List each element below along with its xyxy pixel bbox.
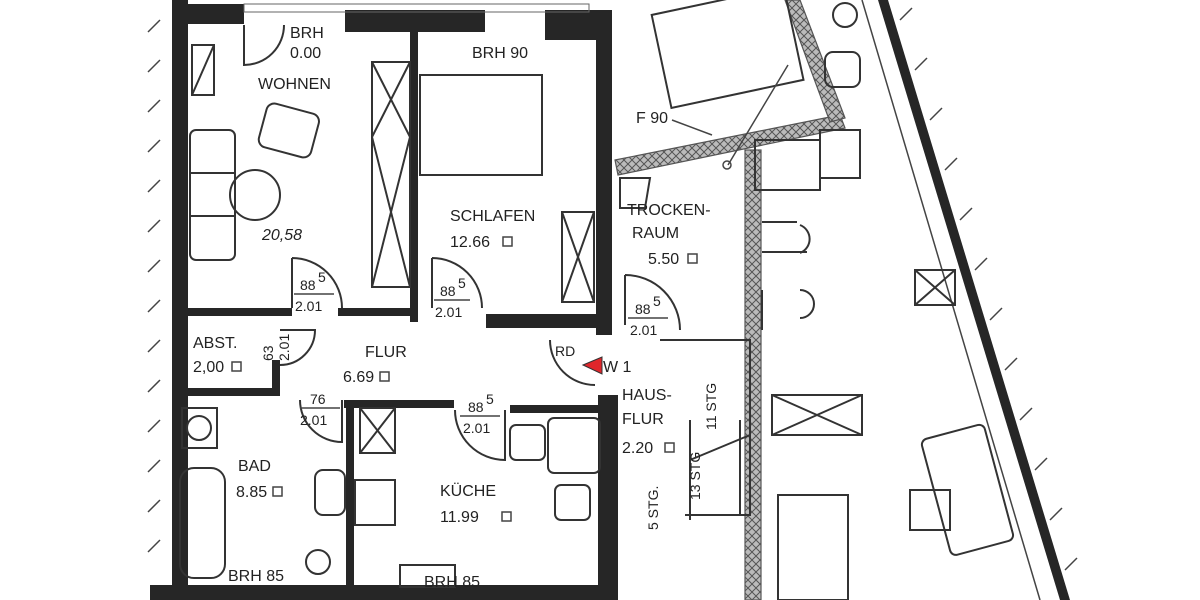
door-dim-6: 88 5 2.01 bbox=[628, 293, 668, 338]
schlafen-brh: BRH 90 bbox=[472, 45, 528, 62]
stairs-11-label: 11 STG bbox=[703, 383, 719, 430]
hausflur-area: 2.20 bbox=[622, 440, 653, 457]
door-dim-2: 88 5 2.01 bbox=[434, 275, 470, 320]
door-height: 2.01 bbox=[295, 298, 322, 314]
bad-brh: BRH 85 bbox=[228, 568, 284, 585]
flur-name: FLUR bbox=[365, 344, 407, 361]
trockenraum-name-2: RAUM bbox=[632, 225, 679, 242]
door-dim-4: 76 2.01 bbox=[300, 391, 340, 428]
wohnen-name: WOHNEN bbox=[258, 76, 331, 93]
window-strip bbox=[243, 3, 590, 13]
stairs-13-label: 13 STG bbox=[687, 452, 703, 500]
annotations: F 90 RD W 1 11 STG 13 STG 5 STG. bbox=[555, 64, 789, 530]
room-hausflur: HAUS- FLUR 2.20 bbox=[622, 387, 675, 457]
kueche-brh: BRH 85 bbox=[424, 574, 480, 591]
furniture bbox=[179, 0, 1015, 600]
door-width-sup: 5 bbox=[486, 391, 494, 407]
door-height: 2.01 bbox=[435, 304, 462, 320]
door-swings bbox=[243, 24, 681, 462]
kueche-name: KÜCHE bbox=[440, 482, 496, 500]
room-flur: FLUR 6.69 bbox=[343, 344, 407, 386]
door-width: 88 bbox=[440, 283, 456, 299]
door-width: 76 bbox=[310, 391, 326, 407]
room-schlafen: BRH 90 SCHLAFEN 12.66 bbox=[450, 45, 535, 251]
door-width: 88 bbox=[635, 301, 651, 317]
exterior-hatching-left bbox=[147, 19, 161, 553]
door-dim-1: 88 5 2.01 bbox=[294, 269, 334, 314]
door-height: 2.01 bbox=[276, 334, 292, 361]
door-width-sup: 5 bbox=[458, 275, 466, 291]
exterior-hatching-right bbox=[861, 0, 1078, 600]
room-kueche: KÜCHE 11.99 BRH 85 bbox=[424, 482, 512, 591]
walls bbox=[150, 0, 1070, 600]
wohnen-area: 20,58 bbox=[261, 227, 302, 244]
room-wohnen: BRH 0.00 WOHNEN 20,58 bbox=[258, 25, 331, 244]
door-width-sup: 5 bbox=[318, 269, 326, 285]
abst-name: ABST. bbox=[193, 335, 237, 352]
door-dim-3: 63 2.01 bbox=[260, 334, 292, 361]
bad-name: BAD bbox=[238, 458, 271, 475]
flur-area: 6.69 bbox=[343, 369, 374, 386]
room-bad: BAD 8.85 BRH 85 bbox=[228, 458, 284, 585]
hausflur-name-1: HAUS- bbox=[622, 387, 672, 404]
wohnen-brh-label: BRH bbox=[290, 25, 324, 42]
door-height: 2.01 bbox=[300, 412, 327, 428]
room-abst: ABST. 2,00 bbox=[193, 335, 242, 376]
door-width: 88 bbox=[468, 399, 484, 415]
fire-rating-label: F 90 bbox=[636, 110, 668, 127]
schlafen-name: SCHLAFEN bbox=[450, 208, 535, 225]
schlafen-area: 12.66 bbox=[450, 234, 490, 251]
door-width: 63 bbox=[260, 345, 276, 361]
door-dim-5: 88 5 2.01 bbox=[460, 391, 500, 436]
rd-label: RD bbox=[555, 343, 575, 359]
wohnen-brh-value: 0.00 bbox=[290, 45, 321, 62]
trockenraum-area: 5.50 bbox=[648, 251, 679, 268]
entrance-marker-icon bbox=[581, 356, 603, 375]
trockenraum-name-1: TROCKEN- bbox=[627, 202, 711, 219]
kueche-area: 11.99 bbox=[440, 509, 479, 526]
door-height: 2.01 bbox=[630, 322, 657, 338]
door-height: 2.01 bbox=[463, 420, 490, 436]
room-trockenraum: TROCKEN- RAUM 5.50 bbox=[627, 202, 711, 268]
door-width-sup: 5 bbox=[653, 293, 661, 309]
door-width: 88 bbox=[300, 277, 316, 293]
apartment-id: W 1 bbox=[603, 359, 632, 376]
stairs-5-label: 5 STG. bbox=[645, 486, 661, 530]
hausflur-name-2: FLUR bbox=[622, 411, 664, 428]
bad-area: 8.85 bbox=[236, 484, 267, 501]
abst-area: 2,00 bbox=[193, 359, 224, 376]
